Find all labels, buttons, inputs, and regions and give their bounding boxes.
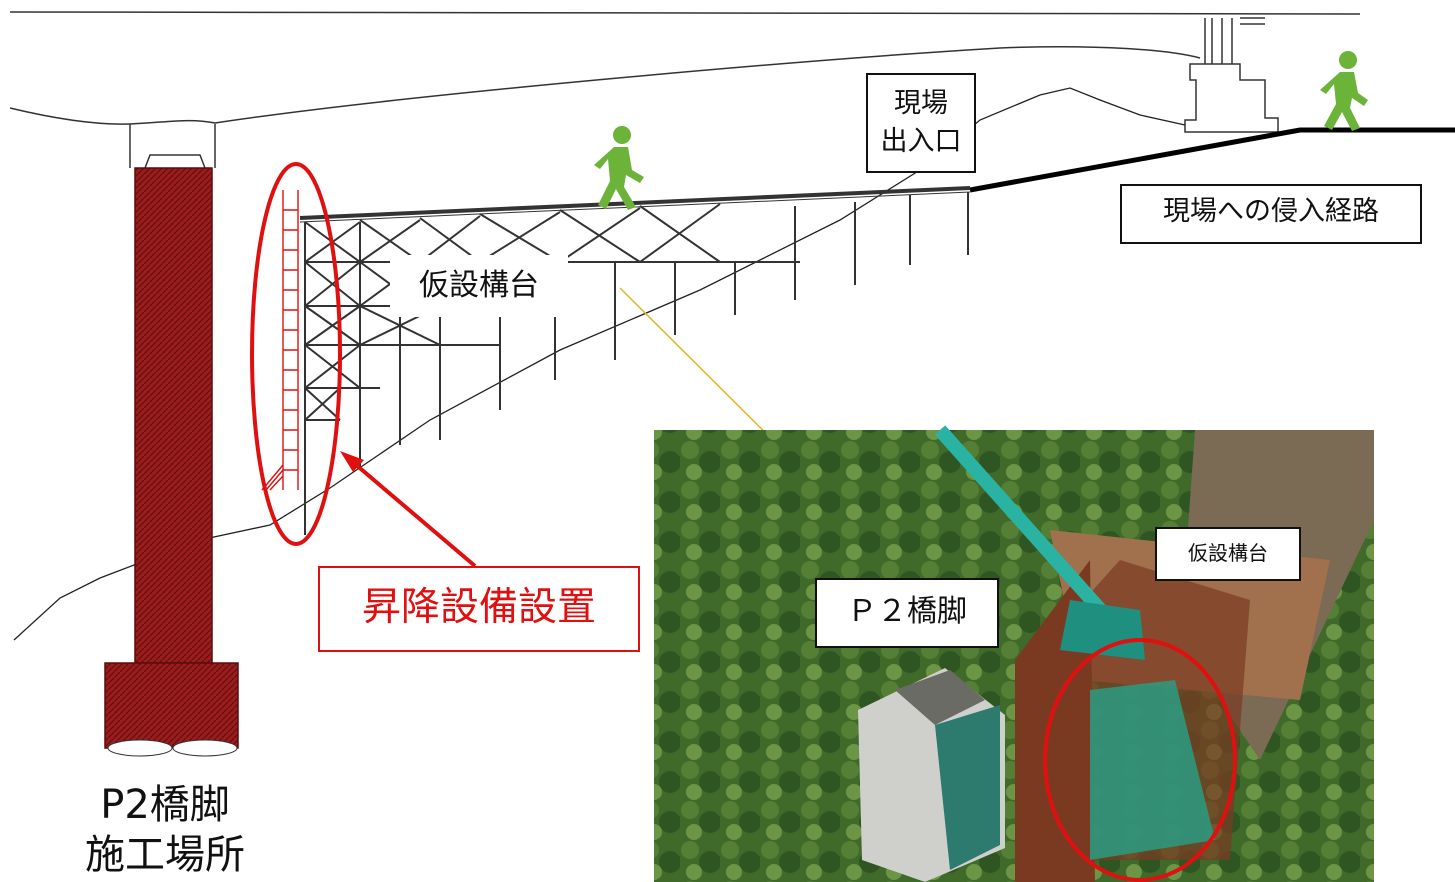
access-route-label: 現場への侵入経路	[1120, 184, 1422, 244]
photo-highlight-ellipse	[1043, 638, 1237, 882]
lift-installation-label: 昇降設備設置	[318, 566, 640, 652]
site-entrance-label: 現場 出入口	[866, 73, 976, 173]
lift-pointer-arrow	[346, 456, 477, 568]
photo-temporary-stage-label: 仮設構台	[1155, 527, 1301, 581]
bridge-girder	[9, 11, 1361, 169]
access-road	[969, 127, 1455, 193]
pier-p2	[104, 167, 239, 757]
photo-pier-label: Ｐ２橋脚	[815, 578, 999, 648]
aerial-photo	[654, 425, 1374, 882]
site-entrance-line2: 出入口	[880, 126, 962, 157]
walking-person-icon	[594, 126, 644, 210]
site-entrance-line1: 現場	[894, 88, 948, 119]
pier-site-line2: 施工場所	[85, 832, 245, 878]
lift-pointer-arrowhead	[340, 451, 364, 472]
pier-site-label: P2橋脚 施工場所	[40, 780, 290, 880]
pier-site-line1: P2橋脚	[100, 782, 230, 828]
lift-tower	[261, 190, 299, 491]
walking-person-icon	[1320, 51, 1368, 131]
lift-highlight-ellipse	[250, 162, 342, 546]
temporary-stage-label: 仮設構台	[390, 255, 568, 317]
